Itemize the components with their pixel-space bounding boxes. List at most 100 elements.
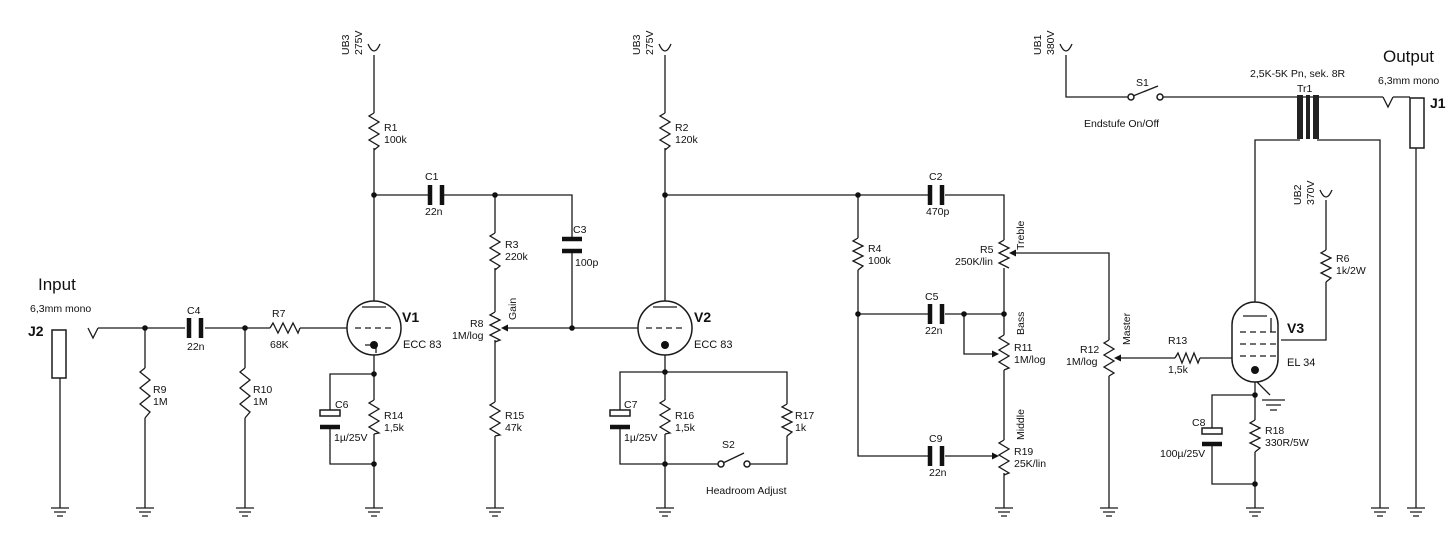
r14-value: 1,5k [384,422,405,434]
r15-ref: R15 [505,410,524,422]
resistor-r4 [851,237,865,271]
wires [98,55,1417,508]
r8-ref: R8 [470,318,484,330]
r12-name: Master [1121,312,1133,345]
input-title: Input [38,275,76,294]
r1-value: 100k [384,134,408,146]
capacitor-c6 [319,409,341,430]
jack-j1 [1382,96,1425,149]
c2-value: 470p [926,206,950,218]
c2-ref: C2 [929,171,943,183]
r18-value: 330R/5W [1265,437,1309,449]
v3-type: EL 34 [1287,357,1315,369]
ground-icon [486,507,504,517]
capacitors [186,185,1223,466]
r18-ref: R18 [1265,425,1284,437]
c7-ref: C7 [624,399,638,411]
pot-r19 [992,439,1011,476]
supply-ub1-voltage: 380V [1045,30,1057,55]
tubes [346,300,1279,383]
v2-type: ECC 83 [694,339,733,351]
resistor-r18 [1248,419,1262,453]
c4-ref: C4 [187,305,201,317]
resistor-r9 [138,367,152,419]
switch-s2 [717,452,751,468]
ground-symbols [51,498,1425,517]
transformer-tr1 [1297,95,1319,139]
c4-value: 22n [187,341,205,353]
ground-icon [365,507,383,517]
output-title: Output [1383,47,1434,66]
c9-ref: C9 [929,433,943,445]
r6-value: 1k/2W [1336,265,1366,277]
s1-label: Endstufe On/Off [1084,118,1159,130]
switch-s1 [1127,85,1164,101]
c8-value: 100µ/25V [1160,448,1205,460]
capacitor-c4 [186,318,204,338]
c6-value: 1µ/25V [334,432,368,444]
r3-value: 220k [505,251,529,263]
v3-ref: V3 [1287,320,1304,336]
output-connector: 6,3mm mono [1378,75,1439,87]
ground-icon [51,498,69,517]
ground-icon [995,507,1013,517]
r13-value: 1,5k [1168,364,1189,376]
r5-name: Treble [1015,220,1027,250]
pot-r5 [997,239,1016,269]
r7-value: 68K [270,339,289,351]
tube-v1 [346,300,402,356]
resistors [138,112,1333,453]
capacitor-c1 [427,185,445,205]
r9-ref: R9 [153,384,167,396]
r12-value: 1M/log [1066,356,1098,368]
supply-ub3b-voltage: 275V [644,30,656,55]
v1-ref: V1 [402,309,419,325]
capacitor-c5 [927,304,945,324]
r4-value: 100k [868,255,892,267]
resistor-r2 [658,112,672,151]
resistor-r15 [488,401,502,437]
r3-ref: R3 [505,239,519,251]
resistor-r1 [367,112,381,151]
resistor-r14 [367,399,381,435]
resistor-r10 [238,367,252,419]
ground-icon [1100,507,1118,517]
potentiometers [488,239,1121,476]
s1-ref: S1 [1136,77,1149,89]
c3-value: 100p [575,257,599,269]
r5-ref: R5 [980,244,994,256]
c6-ref: C6 [335,399,349,411]
input-connector: 6,3mm mono [30,303,91,315]
r17-ref: R17 [795,410,814,422]
c1-ref: C1 [425,171,439,183]
r14-ref: R14 [384,410,403,422]
switches [717,85,1164,468]
r2-value: 120k [675,134,699,146]
r19-value: 25K/lin [1014,458,1046,470]
supply-ub1-name: UB1 [1032,34,1044,55]
c9-value: 22n [929,467,947,479]
supply-arrow-icon [1059,43,1073,52]
resistor-r16 [658,399,672,435]
supply-arrow-icon [367,43,381,52]
r1-ref: R1 [384,122,398,134]
pot-r8 [488,311,521,343]
resistor-r7 [269,321,301,335]
r11-ref: R11 [1014,342,1033,354]
labels: Input 6,3mm mono J2 Output 6,3mm mono J1… [28,30,1446,497]
c7-value: 1µ/25V [624,432,658,444]
r19-name: Middle [1015,409,1027,440]
r17-value: 1k [795,422,807,434]
supply-ub3b-name: UB3 [631,34,643,55]
c1-value: 22n [425,206,443,218]
r10-value: 1M [253,396,268,408]
r15-value: 47k [505,422,523,434]
tr1-ref: Tr1 [1297,83,1313,95]
supply-terminals [367,43,1333,198]
r16-value: 1,5k [675,422,696,434]
r4-ref: R4 [868,243,882,255]
r11-value: 1M/log [1014,354,1046,366]
r8-name: Gain [507,298,519,320]
jack-j1-label: J1 [1430,95,1446,111]
